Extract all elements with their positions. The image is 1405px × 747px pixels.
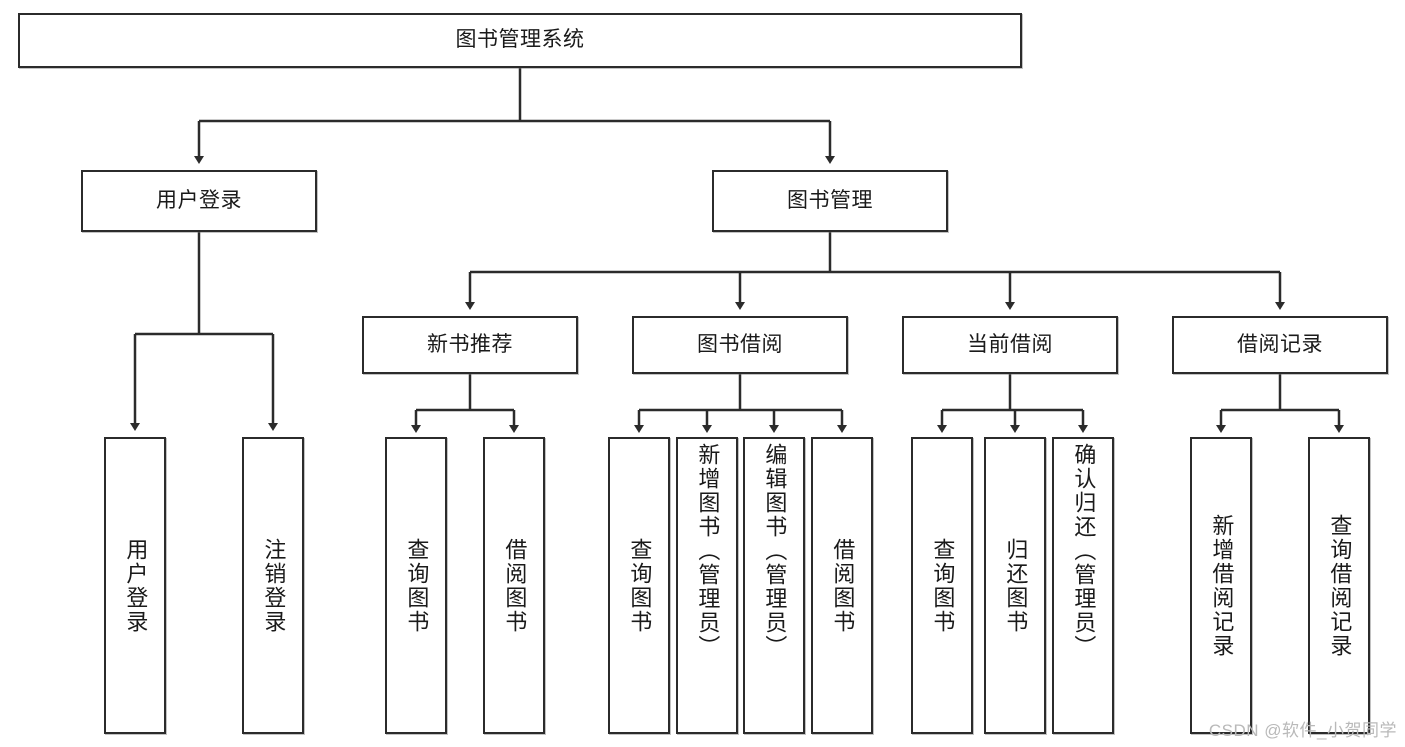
node-label: 借阅记录: [1237, 332, 1323, 356]
node-book-management[interactable]: 图书管理: [712, 170, 948, 232]
node-label: 借阅图书: [830, 537, 856, 634]
leaf-add-borrow-record[interactable]: 新增借阅记录: [1190, 437, 1252, 734]
node-label: 用户登录: [156, 188, 242, 212]
node-current-borrow[interactable]: 当前借阅: [902, 316, 1118, 374]
node-label: 图书管理系统: [455, 28, 585, 52]
leaf-query-book-current[interactable]: 查询图书: [911, 437, 973, 734]
node-label: 查询图书: [627, 537, 653, 634]
node-label: 当前借阅: [967, 332, 1053, 356]
node-book-management-system[interactable]: 图书管理系统: [18, 13, 1022, 68]
leaf-add-book[interactable]: 新增图书（管理员）: [676, 437, 738, 734]
leaf-borrow-book[interactable]: 借阅图书: [811, 437, 873, 734]
node-label: 查询借阅记录: [1327, 513, 1353, 658]
leaf-query-book-recommend[interactable]: 查询图书: [385, 437, 447, 734]
leaf-user-logout[interactable]: 注销登录: [242, 437, 304, 734]
node-label: 图书借阅: [697, 332, 783, 356]
node-label: 新书推荐: [427, 332, 513, 356]
leaf-confirm-return[interactable]: 确认归还（管理员）: [1052, 437, 1114, 734]
leaf-query-borrow-record[interactable]: 查询借阅记录: [1308, 437, 1370, 734]
node-new-book-recommend[interactable]: 新书推荐: [362, 316, 578, 374]
node-label: 新增借阅记录: [1209, 513, 1235, 658]
node-user-login[interactable]: 用户登录: [81, 170, 317, 232]
leaf-return-book[interactable]: 归还图书: [984, 437, 1046, 734]
node-label: 借阅图书: [502, 537, 528, 634]
node-label: 图书管理: [787, 188, 873, 212]
csdn-watermark: CSDN @软件_小贺同学: [1208, 721, 1397, 740]
node-label: 编辑图书（管理员）: [762, 443, 788, 659]
node-label: 确认归还（管理员）: [1071, 443, 1097, 659]
leaf-query-book-borrow[interactable]: 查询图书: [608, 437, 670, 734]
leaf-edit-book[interactable]: 编辑图书（管理员）: [743, 437, 805, 734]
node-label: 查询图书: [404, 537, 430, 634]
node-label: 用户登录: [123, 537, 149, 634]
node-borrow-record[interactable]: 借阅记录: [1172, 316, 1388, 374]
leaf-user-login[interactable]: 用户登录: [104, 437, 166, 734]
leaf-borrow-book-recommend[interactable]: 借阅图书: [483, 437, 545, 734]
node-book-borrow[interactable]: 图书借阅: [632, 316, 848, 374]
node-label: 新增图书（管理员）: [695, 443, 721, 659]
node-label: 注销登录: [261, 537, 287, 634]
node-label: 归还图书: [1003, 537, 1029, 634]
node-label: 查询图书: [930, 537, 956, 634]
